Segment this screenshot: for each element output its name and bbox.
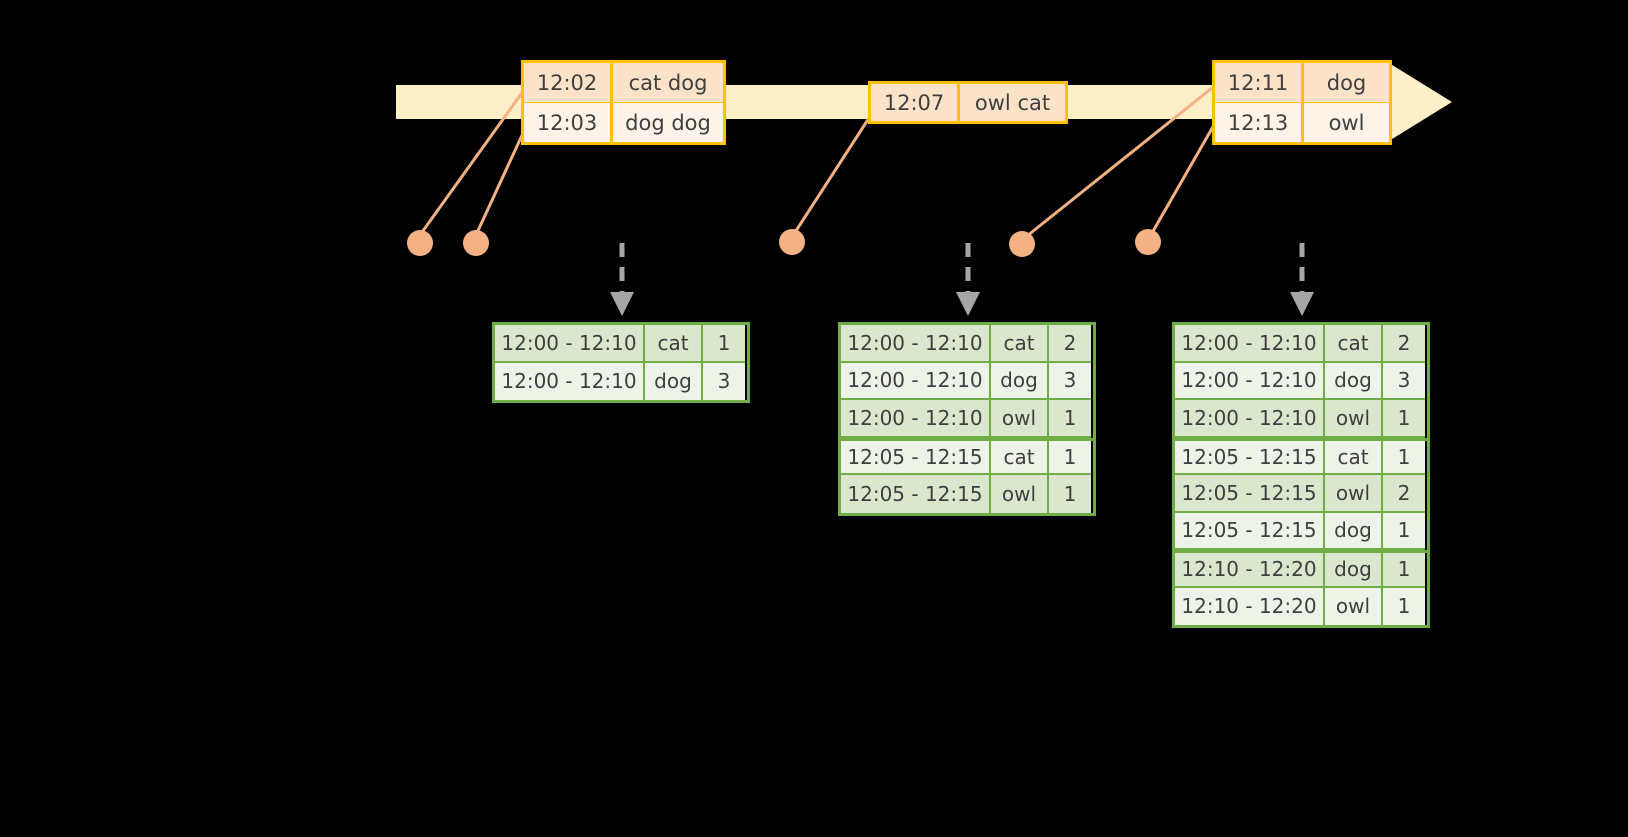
cell-count: 2 [1383,325,1425,363]
event-words: cat dog [613,63,723,102]
cell-key: dog [645,362,703,400]
cell-window: 12:05 - 12:15 [1175,440,1325,475]
cell-window: 12:00 - 12:10 [1175,362,1325,400]
cell-window: 12:05 - 12:15 [841,475,991,513]
cell-key: owl [1325,400,1383,438]
cell-count: 1 [1049,475,1091,513]
cell-count: 1 [1049,400,1091,438]
cell-window: 12:05 - 12:15 [1175,512,1325,550]
timeline-event-row[interactable]: 12:11 dog [1215,63,1389,103]
dashed-arrows [610,243,1314,316]
cell-window: 12:00 - 12:10 [1175,325,1325,363]
cell-key: owl [991,400,1049,438]
timeline-event-group-1[interactable]: 12:02 cat dog 12:03 dog dog [521,60,726,145]
cell-window: 12:05 - 12:15 [841,440,991,475]
cell-key: cat [1325,440,1383,475]
connector-dots [407,229,1161,257]
cell-window: 12:00 - 12:10 [841,400,991,438]
cell-count: 2 [1383,475,1425,513]
cell-key: cat [1325,325,1383,363]
dot-2 [463,230,489,256]
cell-key: cat [991,325,1049,363]
cell-window: 12:05 - 12:15 [1175,475,1325,513]
dot-1 [407,230,433,256]
dot-5 [1135,229,1161,255]
cell-key: cat [645,325,703,363]
cell-window: 12:00 - 12:10 [841,325,991,363]
cell-key: dog [991,362,1049,400]
event-words: owl cat [960,84,1065,121]
cell-key: dog [1325,512,1383,550]
cell-key: cat [991,440,1049,475]
cell-key: owl [991,475,1049,513]
cell-count: 1 [1383,553,1425,588]
timeline-event-group-2[interactable]: 12:07 owl cat [868,81,1068,124]
dot-4 [1009,231,1035,257]
event-time: 12:11 [1215,63,1304,102]
cell-count: 1 [1049,440,1091,475]
cell-window: 12:10 - 12:20 [1175,587,1325,625]
cell-count: 1 [703,325,745,363]
dot-3 [779,229,805,255]
event-time: 12:07 [871,84,960,121]
event-time: 12:02 [524,63,613,102]
event-words: owl [1304,103,1389,142]
cell-key: dog [1325,553,1383,588]
cell-count: 1 [1383,512,1425,550]
cell-count: 2 [1049,325,1091,363]
timeline-event-row[interactable]: 12:07 owl cat [871,84,1065,121]
event-words: dog dog [613,103,723,142]
cell-count: 3 [1049,362,1091,400]
cell-count: 3 [703,362,745,400]
cell-key: owl [1325,587,1383,625]
cell-key: dog [1325,362,1383,400]
cell-count: 3 [1383,362,1425,400]
cell-window: 12:00 - 12:10 [495,325,645,363]
cell-count: 1 [1383,587,1425,625]
timeline-event-row[interactable]: 12:02 cat dog [524,63,723,103]
cell-window: 12:00 - 12:10 [841,362,991,400]
event-words: dog [1304,63,1389,102]
cell-window: 12:00 - 12:10 [1175,400,1325,438]
timeline-event-row[interactable]: 12:13 owl [1215,103,1389,142]
timeline-event-group-3[interactable]: 12:11 dog 12:13 owl [1212,60,1392,145]
cell-count: 1 [1383,440,1425,475]
timeline-event-row[interactable]: 12:03 dog dog [524,103,723,142]
cell-key: owl [1325,475,1383,513]
cell-count: 1 [1383,400,1425,438]
cell-window: 12:10 - 12:20 [1175,553,1325,588]
cell-window: 12:00 - 12:10 [495,362,645,400]
event-time: 12:13 [1215,103,1304,142]
event-time: 12:03 [524,103,613,142]
